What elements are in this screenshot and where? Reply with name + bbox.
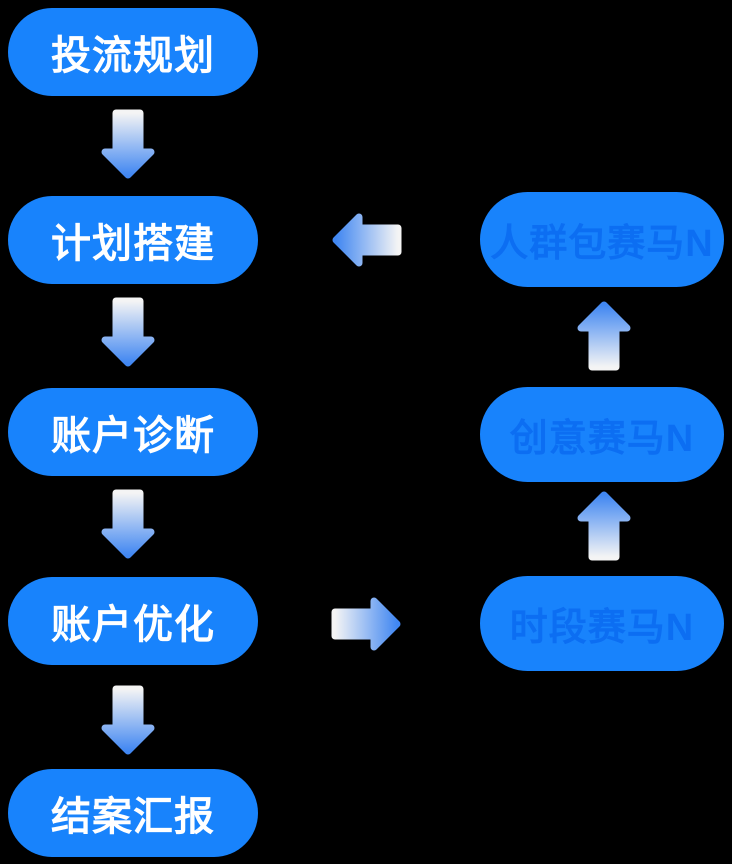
node-label: 账户诊断 (51, 414, 215, 458)
node-label: 结案汇报 (51, 795, 215, 839)
arrow-up-icon (577, 491, 631, 561)
node-label: 计划搭建 (51, 222, 215, 266)
arrow-down-icon (101, 685, 155, 755)
node-creative-race: 创意赛马N (480, 387, 724, 482)
node-audience-race: 人群包赛马N (480, 192, 724, 287)
node-account-optimization: 账户优化 (8, 577, 258, 665)
arrow-up-icon (577, 301, 631, 371)
node-label: 账户优化 (51, 603, 215, 647)
arrow-down-icon (101, 489, 155, 559)
node-account-diagnosis: 账户诊断 (8, 388, 258, 476)
node-label: 投流规划 (51, 34, 215, 78)
node-label: 人群包赛马N (490, 223, 714, 265)
arrow-right-icon (331, 597, 401, 651)
node-timeslot-race: 时段赛马N (480, 576, 724, 671)
arrow-down-icon (101, 109, 155, 179)
arrow-down-icon (101, 297, 155, 367)
node-final-report: 结案汇报 (8, 769, 258, 857)
node-campaign-setup: 计划搭建 (8, 196, 258, 284)
arrow-left-icon (332, 213, 402, 267)
node-label: 创意赛马N (509, 418, 695, 460)
node-traffic-planning: 投流规划 (8, 8, 258, 96)
node-label: 时段赛马N (509, 607, 695, 649)
